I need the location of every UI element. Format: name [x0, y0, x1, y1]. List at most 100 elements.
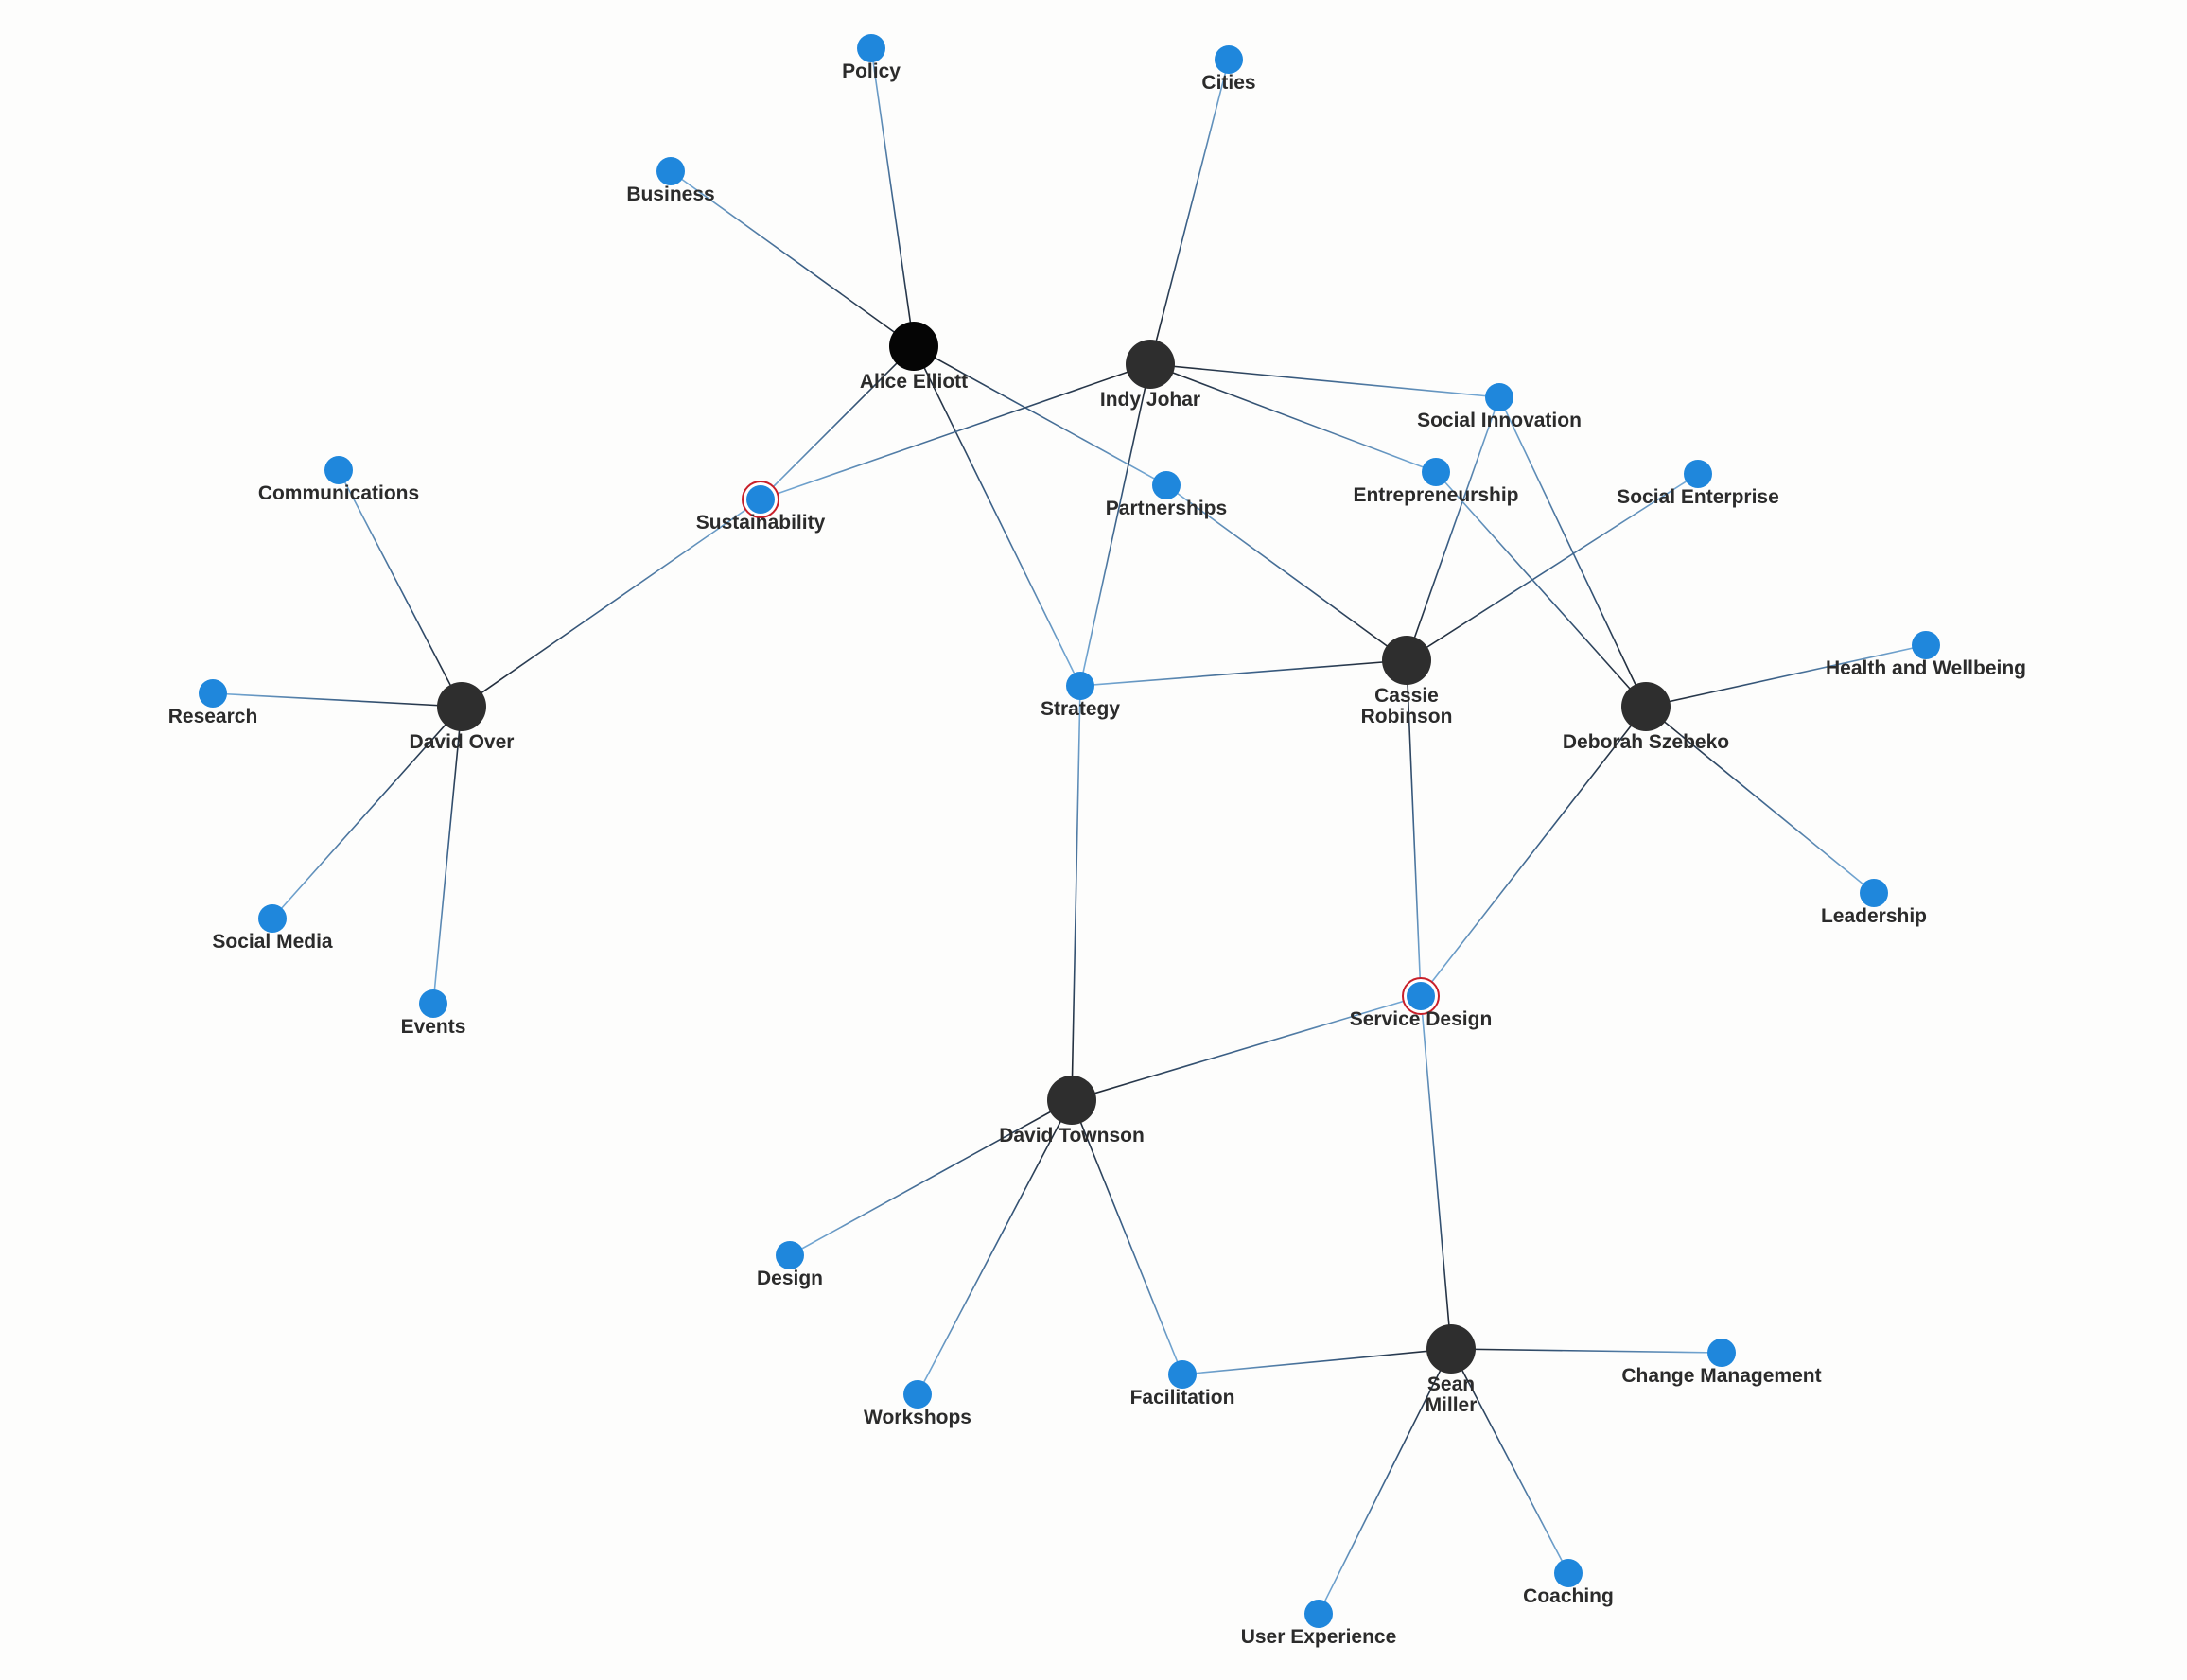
topic-node-comms[interactable] [324, 456, 353, 484]
edge-deborah-servdes [1420, 706, 1647, 997]
node-label-events: Events [401, 1016, 466, 1038]
topic-dot [656, 157, 685, 185]
person-dot [437, 682, 486, 731]
topic-dot [1912, 631, 1940, 659]
edge-cassie-servdes [1406, 659, 1422, 997]
node-label-davidt: David Townson [999, 1125, 1145, 1146]
topic-dot [1485, 383, 1513, 411]
edge-davido-comms [338, 469, 463, 708]
edge-alice-partner [913, 345, 1167, 486]
edge-davido-events [432, 706, 463, 1005]
topic-node-strategy[interactable] [1066, 672, 1094, 700]
edge-davidt-strategy [1071, 685, 1081, 1101]
topic-dot [258, 904, 287, 933]
edge-alice-sustain [760, 345, 915, 500]
edge-sean-servdes [1420, 995, 1452, 1350]
topic-node-socmedia[interactable] [258, 904, 287, 933]
node-label-workshops: Workshops [864, 1407, 971, 1428]
topic-node-change[interactable] [1707, 1339, 1736, 1367]
person-node-cassie[interactable] [1382, 636, 1431, 685]
topic-node-coaching[interactable] [1554, 1559, 1583, 1587]
topic-dot [324, 456, 353, 484]
topic-node-leader[interactable] [1860, 879, 1888, 907]
node-label-cassie: Cassie [1374, 685, 1439, 707]
topic-node-socent[interactable] [1684, 460, 1712, 488]
edge-deborah-entre [1435, 471, 1647, 708]
person-node-sean[interactable] [1426, 1324, 1476, 1374]
node-label-socent: Social Enterprise [1617, 486, 1779, 508]
topic-node-policy[interactable] [857, 34, 885, 62]
person-dot [889, 322, 938, 371]
topic-node-sustain[interactable] [742, 481, 779, 518]
topic-node-health[interactable] [1912, 631, 1940, 659]
edge-davidt-servdes [1071, 995, 1422, 1101]
person-dot [1621, 682, 1671, 731]
topic-node-events[interactable] [419, 989, 447, 1018]
topic-node-cities[interactable] [1215, 45, 1243, 74]
topic-dot [199, 679, 227, 708]
node-label-cities: Cities [1201, 72, 1255, 94]
edge-alice-policy [870, 47, 915, 347]
node-label-socmedia: Social Media [212, 931, 333, 953]
node-label-sean: Miller [1426, 1394, 1478, 1416]
topic-node-ux[interactable] [1304, 1600, 1333, 1628]
person-node-davidt[interactable] [1047, 1076, 1096, 1125]
topic-node-design[interactable] [776, 1241, 804, 1269]
topic-dot [1304, 1600, 1333, 1628]
topic-node-partner[interactable] [1152, 471, 1181, 499]
topic-dot [1152, 471, 1181, 499]
edge-cassie-strategy [1079, 659, 1408, 687]
person-node-indy[interactable] [1126, 340, 1175, 389]
person-node-deborah[interactable] [1621, 682, 1671, 731]
edge-sean-coaching [1450, 1348, 1569, 1574]
edge-cassie-socinn [1406, 396, 1500, 661]
node-label-deborah: Deborah Szebeko [1563, 731, 1729, 753]
topic-dot [1554, 1559, 1583, 1587]
person-dot [1382, 636, 1431, 685]
edge-cassie-socent [1406, 473, 1699, 661]
topic-dot [1684, 460, 1712, 488]
edge-davidt-design [789, 1099, 1073, 1256]
node-label-design: Design [757, 1268, 823, 1289]
topic-dot [1707, 1339, 1736, 1367]
node-label-davido: David Over [410, 731, 515, 753]
topic-dot [1407, 982, 1435, 1010]
topic-node-socinn[interactable] [1485, 383, 1513, 411]
topic-dot [1215, 45, 1243, 74]
topic-dot [857, 34, 885, 62]
topic-node-business[interactable] [656, 157, 685, 185]
node-label-partner: Partnerships [1106, 498, 1227, 519]
topic-node-workshops[interactable] [903, 1380, 932, 1409]
topic-dot [419, 989, 447, 1018]
edge-indy-cities [1149, 59, 1230, 365]
topic-dot [1168, 1360, 1197, 1389]
edge-davidt-facil [1071, 1099, 1183, 1375]
node-label-policy: Policy [842, 61, 901, 82]
edge-davido-research [212, 692, 463, 708]
node-label-strategy: Strategy [1041, 698, 1120, 720]
node-label-facil: Facilitation [1130, 1387, 1235, 1409]
topic-dot [1422, 458, 1450, 486]
topic-node-servdes[interactable] [1402, 977, 1440, 1015]
edges-layer [212, 47, 1927, 1615]
edge-cassie-partner [1165, 484, 1408, 661]
person-dot [1047, 1076, 1096, 1125]
topic-node-research[interactable] [199, 679, 227, 708]
person-dot [1426, 1324, 1476, 1374]
nodes-layer [199, 34, 1940, 1628]
topic-node-facil[interactable] [1168, 1360, 1197, 1389]
person-dot [1126, 340, 1175, 389]
person-node-alice[interactable] [889, 322, 938, 371]
edge-davidt-workshops [917, 1099, 1073, 1395]
topic-node-entre[interactable] [1422, 458, 1450, 486]
node-label-coaching: Coaching [1523, 1585, 1614, 1607]
node-label-alice: Alice Elliott [860, 371, 968, 393]
topic-dot [1860, 879, 1888, 907]
node-label-research: Research [168, 706, 258, 727]
node-label-sustain: Sustainability [696, 512, 826, 534]
edge-sean-facil [1181, 1348, 1452, 1375]
edge-sean-change [1450, 1348, 1723, 1354]
person-node-davido[interactable] [437, 682, 486, 731]
node-label-indy: Indy Johar [1100, 389, 1200, 411]
